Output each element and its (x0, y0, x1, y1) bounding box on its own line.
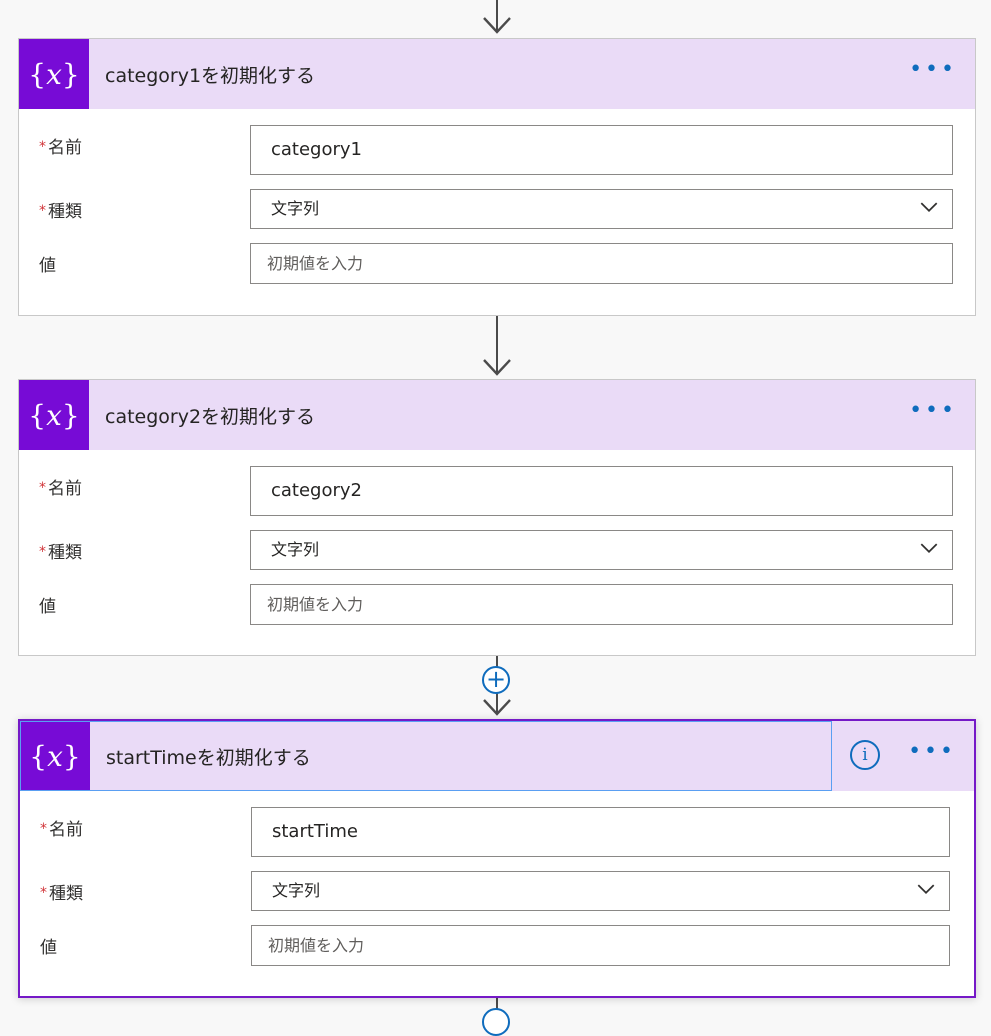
type-select[interactable]: 文字列 (250, 189, 953, 229)
info-button[interactable]: i (850, 740, 880, 770)
arrow-down-icon (483, 699, 511, 716)
value-label: 値 (39, 597, 56, 617)
more-options-button[interactable]: ••• (909, 398, 957, 423)
connector-line-1 (496, 315, 498, 373)
action-card-starttime[interactable]: {𝑥} startTimeを初期化する i ••• *名前 startTime … (18, 719, 976, 998)
action-card-category1[interactable]: {𝑥} category1を初期化する ••• *名前 category1 *種… (18, 38, 976, 316)
type-select-value: 文字列 (272, 881, 321, 900)
required-marker: * (39, 203, 46, 219)
card-header[interactable]: {𝑥} startTimeを初期化する i ••• (20, 721, 974, 791)
name-label: *名前 (39, 479, 82, 499)
required-marker: * (39, 480, 46, 496)
value-input[interactable]: 初期値を入力 (250, 584, 953, 625)
type-label: *種類 (40, 884, 83, 904)
connector-line-bottom (496, 997, 498, 1016)
value-label: 値 (40, 938, 57, 958)
required-marker: * (39, 544, 46, 560)
name-input[interactable]: category2 (250, 466, 953, 516)
card-title: category1を初期化する (105, 65, 316, 87)
required-marker: * (40, 821, 47, 837)
type-select[interactable]: 文字列 (250, 530, 953, 570)
action-card-category2[interactable]: {𝑥} category2を初期化する ••• *名前 category2 *種… (18, 379, 976, 656)
more-options-button[interactable]: ••• (908, 739, 956, 764)
card-body: *名前 startTime *種類 文字列 値 初期値を入力 (20, 791, 974, 995)
card-body: *名前 category2 *種類 文字列 値 初期値を入力 (19, 450, 975, 654)
value-input[interactable]: 初期値を入力 (251, 925, 950, 966)
more-options-button[interactable]: ••• (909, 57, 957, 82)
required-marker: * (39, 139, 46, 155)
chevron-down-icon (920, 202, 938, 213)
card-header[interactable]: {𝑥} category2を初期化する ••• (19, 380, 975, 450)
card-body: *名前 category1 *種類 文字列 値 初期値を入力 (19, 109, 975, 313)
card-title: category2を初期化する (105, 406, 316, 428)
chevron-down-icon (917, 884, 935, 895)
value-input[interactable]: 初期値を入力 (250, 243, 953, 284)
name-label: *名前 (40, 820, 83, 840)
name-input[interactable]: category1 (250, 125, 953, 175)
type-label: *種類 (39, 202, 82, 222)
connector-line-top (496, 0, 498, 32)
type-select[interactable]: 文字列 (251, 871, 950, 911)
card-title: startTimeを初期化する (106, 747, 311, 769)
type-select-value: 文字列 (271, 199, 320, 218)
type-label: *種類 (39, 543, 82, 563)
value-label: 値 (39, 256, 56, 276)
required-marker: * (40, 885, 47, 901)
name-label: *名前 (39, 138, 82, 158)
chevron-down-icon (920, 543, 938, 554)
name-input[interactable]: startTime (251, 807, 950, 857)
insert-step-plus-icon[interactable] (482, 1008, 510, 1036)
type-select-value: 文字列 (271, 540, 320, 559)
variable-icon: {𝑥} (19, 380, 89, 450)
variable-icon: {𝑥} (19, 39, 89, 109)
card-header[interactable]: {𝑥} category1を初期化する ••• (19, 39, 975, 109)
arrow-down-icon (483, 359, 511, 376)
variable-icon: {𝑥} (20, 721, 90, 791)
insert-step-plus-icon[interactable]: + (482, 666, 510, 694)
arrow-down-icon (483, 17, 511, 34)
